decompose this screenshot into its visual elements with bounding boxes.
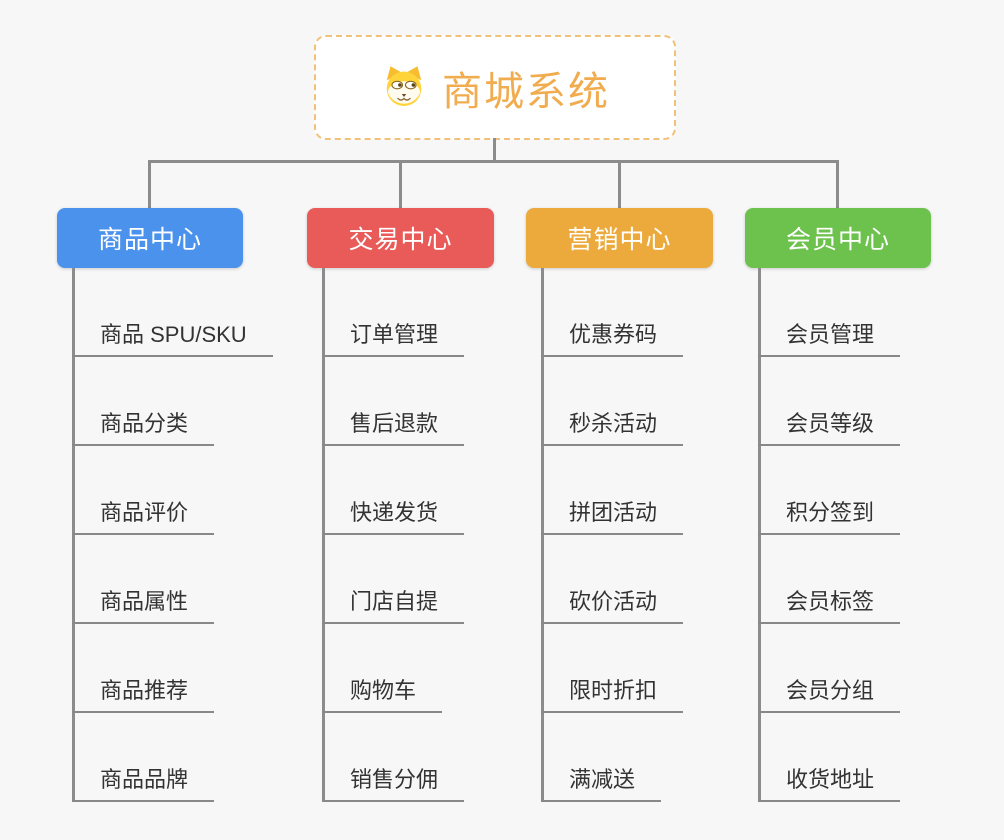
connector-drop: [618, 160, 621, 208]
root-title: 商城系统: [442, 69, 610, 114]
leaf-node[interactable]: 积分签到: [758, 500, 901, 535]
leaf-node[interactable]: 售后退款: [322, 411, 465, 446]
connector-drop: [148, 160, 151, 208]
leaf-node[interactable]: 砍价活动: [541, 589, 684, 624]
leaf-node[interactable]: 商品分类: [72, 411, 215, 446]
branch-spine: [758, 268, 761, 802]
branch-spine: [322, 268, 325, 802]
leaf-node[interactable]: 销售分佣: [322, 767, 465, 802]
branch-spine: [541, 268, 544, 802]
leaf-node[interactable]: 商品属性: [72, 589, 215, 624]
leaf-node[interactable]: 满减送: [541, 767, 662, 802]
leaf-node[interactable]: 限时折扣: [541, 678, 684, 713]
connector-drop: [399, 160, 402, 208]
leaf-node[interactable]: 快递发货: [322, 500, 465, 535]
branch-product-center[interactable]: 商品中心: [57, 208, 243, 268]
connector-bus: [148, 160, 839, 163]
leaf-node[interactable]: 优惠券码: [541, 322, 684, 357]
root-node[interactable]: 商城系统: [314, 35, 676, 140]
leaf-node[interactable]: 商品评价: [72, 500, 215, 535]
leaf-node[interactable]: 订单管理: [322, 322, 465, 357]
branch-trade-center[interactable]: 交易中心: [307, 208, 494, 268]
branch-spine: [72, 268, 75, 802]
branch-marketing-center[interactable]: 营销中心: [526, 208, 713, 268]
branch-member-center[interactable]: 会员中心: [745, 208, 931, 268]
leaf-node[interactable]: 门店自提: [322, 589, 465, 624]
dog-icon: [380, 64, 428, 112]
leaf-node[interactable]: 拼团活动: [541, 500, 684, 535]
leaf-node[interactable]: 会员等级: [758, 411, 901, 446]
leaf-node[interactable]: 商品 SPU/SKU: [72, 322, 273, 357]
leaf-node[interactable]: 商品品牌: [72, 767, 215, 802]
leaf-node[interactable]: 收货地址: [758, 767, 901, 802]
connector-drop: [836, 160, 839, 208]
leaf-node[interactable]: 购物车: [322, 678, 443, 713]
leaf-node[interactable]: 会员标签: [758, 589, 901, 624]
leaf-node[interactable]: 商品推荐: [72, 678, 215, 713]
connector-root-stem: [493, 138, 496, 162]
leaf-node[interactable]: 秒杀活动: [541, 411, 684, 446]
leaf-node[interactable]: 会员分组: [758, 678, 901, 713]
leaf-node[interactable]: 会员管理: [758, 322, 901, 357]
